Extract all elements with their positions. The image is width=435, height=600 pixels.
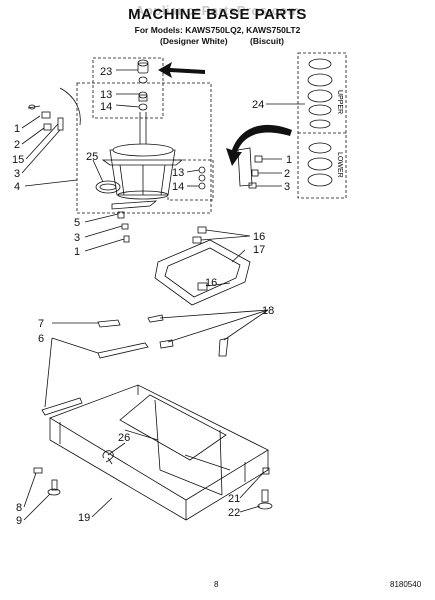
document-number: 8180540 bbox=[390, 580, 422, 589]
part-23-top bbox=[137, 59, 149, 67]
pointer-arrow-upper bbox=[158, 62, 205, 78]
bearing-stack-upper bbox=[307, 58, 333, 129]
label-lower: LOWER bbox=[336, 152, 343, 178]
page-number: 8 bbox=[214, 580, 219, 589]
watermark-text: AppliancePartsPros.com bbox=[135, 3, 300, 18]
bearing-stack-lower bbox=[307, 142, 333, 187]
callout-23: 23 bbox=[100, 66, 112, 78]
callout-19: 19 bbox=[78, 512, 90, 524]
seal-ring-25 bbox=[95, 180, 121, 194]
callout-15: 15 bbox=[12, 154, 24, 166]
callout-16: 16 bbox=[253, 231, 265, 243]
callout-3: 3 bbox=[74, 232, 80, 244]
foot-9 bbox=[47, 488, 61, 496]
callout-24: 24 bbox=[252, 99, 264, 111]
callout-4: 4 bbox=[14, 181, 20, 193]
callout-13: 13 bbox=[100, 89, 112, 101]
callout-25: 25 bbox=[86, 151, 98, 163]
callout-1: 1 bbox=[286, 154, 292, 166]
foot-22 bbox=[257, 502, 273, 510]
callout-8: 8 bbox=[16, 502, 22, 514]
pointer-arrow-curved bbox=[226, 124, 292, 166]
callout-2: 2 bbox=[284, 168, 290, 180]
diagram-title: MACHINE BASE PARTS bbox=[128, 6, 307, 23]
motor-bracket-17 bbox=[154, 239, 251, 306]
callout-1: 1 bbox=[14, 123, 20, 135]
callout-3: 3 bbox=[14, 168, 20, 180]
models-line: For Models: KAWS750LQ2, KAWS750LT2 bbox=[134, 25, 301, 35]
machine-base-frame-19 bbox=[49, 384, 269, 521]
callout-22: 22 bbox=[228, 507, 240, 519]
variant-biscuit: (Biscuit) bbox=[250, 36, 284, 46]
clip-7 bbox=[97, 319, 121, 328]
callout-13: 13 bbox=[172, 167, 184, 179]
callout-18: 18 bbox=[262, 305, 274, 317]
callout-3: 3 bbox=[284, 181, 290, 193]
callout-14: 14 bbox=[172, 181, 184, 193]
variant-designer-white: (Designer White) bbox=[160, 36, 228, 46]
callout-7: 7 bbox=[38, 318, 44, 330]
callout-5: 5 bbox=[74, 217, 80, 229]
callout-2: 2 bbox=[14, 139, 20, 151]
callout-16: 16 bbox=[205, 277, 217, 289]
label-upper: UPPER bbox=[336, 90, 343, 114]
callout-1: 1 bbox=[74, 246, 80, 258]
callout-6: 6 bbox=[38, 333, 44, 345]
bearing-group-box-upper bbox=[92, 57, 164, 119]
rail-6b bbox=[41, 397, 83, 416]
callout-21: 21 bbox=[228, 493, 240, 505]
bearing-kit-box bbox=[297, 52, 347, 199]
callout-14: 14 bbox=[100, 101, 112, 113]
rail-6a bbox=[97, 342, 149, 359]
bearing-group-box-right bbox=[167, 159, 214, 201]
callout-9: 9 bbox=[16, 515, 22, 527]
callout-17: 17 bbox=[253, 244, 265, 256]
callout-26: 26 bbox=[118, 432, 130, 444]
